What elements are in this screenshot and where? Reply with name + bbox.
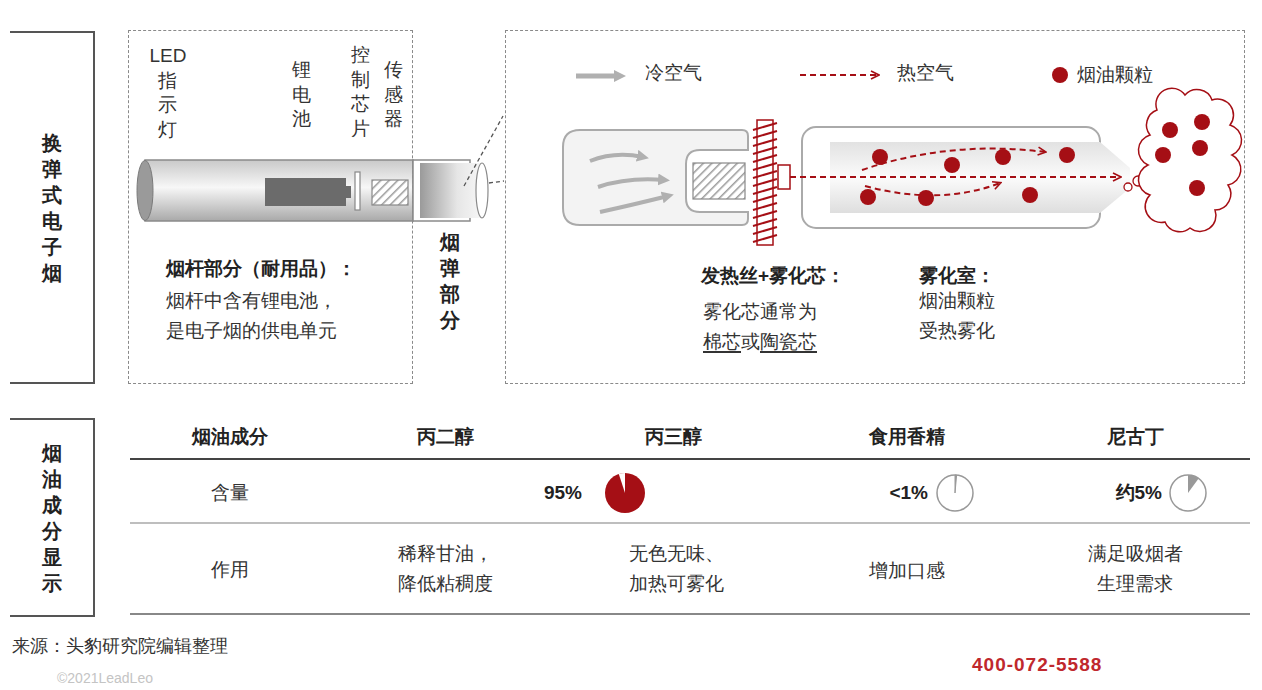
zoom-leader	[464, 116, 504, 186]
table-cell: <1%	[889, 481, 928, 506]
part-label: 锂电池	[292, 58, 311, 132]
section-band: 换弹式电子烟	[10, 31, 95, 384]
watermark: ©2021LeadLeo	[57, 669, 153, 687]
table-rule	[130, 522, 1250, 524]
section-title: 换弹式电子烟	[42, 130, 62, 286]
table-cell: 含量	[211, 481, 249, 506]
panel-body: 烟杆中含有锂电池， 是电子烟的供电单元	[166, 286, 337, 346]
part-label: LED指示灯	[149, 44, 187, 143]
legend-swatch	[1052, 67, 1068, 83]
text-underline	[703, 351, 741, 353]
table-rule	[130, 458, 1250, 460]
panel-heading: 发热丝+雾化芯：	[701, 264, 845, 289]
legend-label: 烟油颗粒	[1077, 63, 1153, 88]
part-label: 传感器	[384, 58, 403, 132]
heating-coil	[753, 120, 790, 245]
pie-chart	[937, 475, 973, 511]
table-rule	[130, 613, 1250, 615]
panel-body: 烟油颗粒 受热雾化	[919, 286, 995, 346]
pie-chart	[605, 473, 645, 513]
ecig-body	[137, 160, 413, 221]
table-header: 食用香精	[869, 425, 945, 450]
part-label: 烟弹部分	[440, 229, 460, 333]
atomizing-chamber	[790, 127, 1143, 228]
table-header: 烟油成分	[192, 425, 268, 450]
table-cell: 无色无味、 加热可雾化	[629, 539, 724, 599]
table-header: 丙三醇	[645, 425, 702, 450]
panel-body: 雾化芯通常为 棉芯或陶瓷芯	[703, 297, 817, 357]
cold-air-sample	[576, 74, 620, 79]
vapour-cloud	[1138, 88, 1241, 232]
phone-number: 400-072-5588	[972, 653, 1102, 678]
panel-heading: 烟杆部分（耐用品）：	[166, 257, 356, 282]
pie-chart	[1170, 475, 1206, 511]
table-cell: 增加口感	[869, 559, 945, 584]
cartridge	[413, 160, 488, 221]
table-header: 丙二醇	[417, 425, 474, 450]
table-cell: 作用	[211, 558, 249, 583]
hot-air-sample	[800, 74, 878, 76]
table-cell: 稀释甘油， 降低粘稠度	[398, 539, 493, 599]
table-header: 尼古丁	[1107, 425, 1164, 450]
part-label: 控制芯片	[351, 43, 370, 142]
panel-heading: 雾化室：	[919, 264, 995, 289]
table-cell: 95%	[544, 481, 582, 506]
table-cell: 约5%	[1116, 481, 1162, 506]
legend-label: 热空气	[897, 61, 954, 86]
text-underline	[760, 351, 817, 353]
section-band: 烟油成分显示	[10, 418, 95, 617]
source-note: 来源：头豹研究院编辑整理	[12, 635, 228, 658]
table-cell: 满足吸烟者 生理需求	[1088, 539, 1183, 599]
air-inlet	[563, 130, 748, 225]
legend-label: 冷空气	[645, 61, 702, 86]
section-title: 烟油成分显示	[42, 440, 62, 596]
